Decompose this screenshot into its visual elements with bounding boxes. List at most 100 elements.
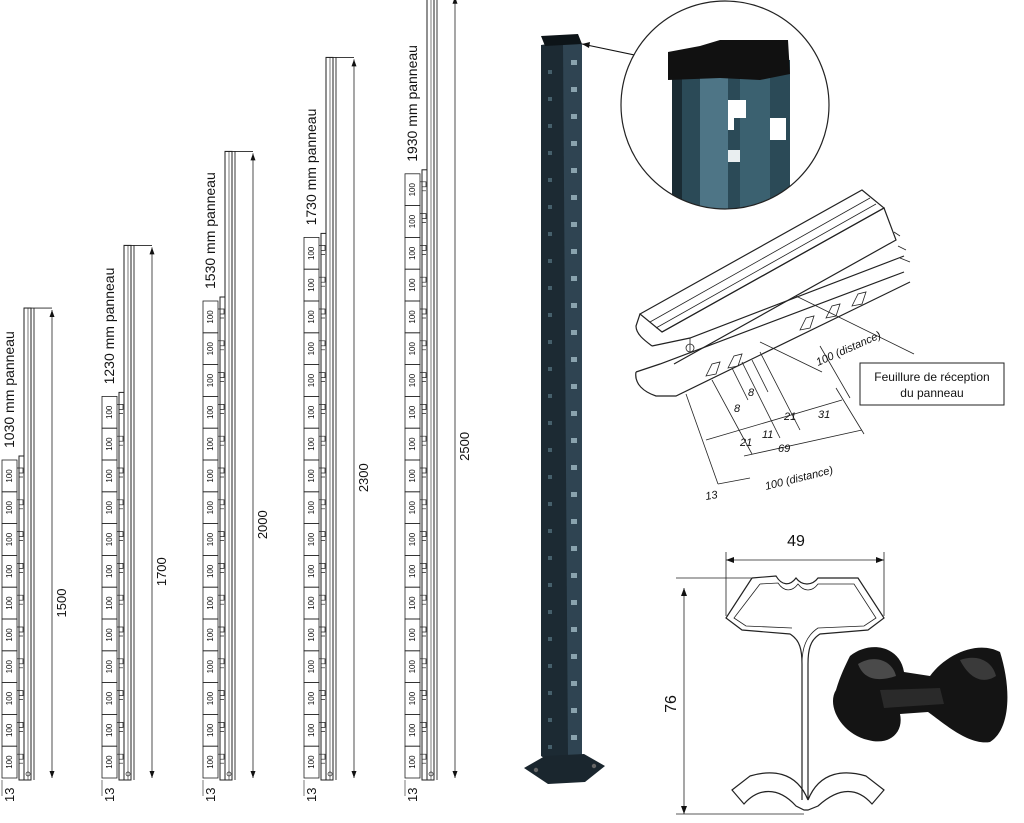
slot-notch	[420, 308, 427, 319]
slot-label: 100	[408, 596, 417, 610]
dim-13: 13	[704, 489, 719, 503]
slot-notch	[117, 563, 124, 573]
arrow-up	[149, 247, 155, 255]
post-2: 1001001001001001001001001001001001001700…	[101, 244, 169, 802]
slot-notch	[17, 467, 24, 478]
dim-8b: 8	[748, 387, 755, 399]
dim-69: 69	[778, 443, 790, 455]
base-offset-label: 13	[405, 788, 420, 802]
slot-label: 100	[307, 246, 316, 260]
slot-notch	[117, 722, 124, 732]
photo-slot	[571, 276, 577, 281]
slot-label: 100	[307, 405, 316, 419]
slot-notch	[319, 276, 326, 287]
slot-notch	[17, 690, 24, 700]
panel-size-label: 1030 mm panneau	[1, 331, 17, 448]
slot-label: 100	[105, 723, 114, 737]
slot-notch	[117, 594, 124, 605]
photo-slot	[548, 502, 552, 506]
slot-label: 100	[105, 564, 114, 578]
photo-slot	[571, 546, 577, 551]
dim-21b: 21	[783, 411, 796, 423]
slot-notch	[420, 658, 427, 669]
slot-label: 100	[307, 469, 316, 483]
fixing-hole	[428, 771, 434, 777]
slot-notch	[17, 626, 24, 637]
photo-slot	[571, 168, 577, 173]
slot-notch	[319, 308, 326, 319]
post-body	[123, 244, 132, 781]
slot-label: 100	[206, 755, 215, 769]
caption-line-1: Feuillure de réception	[874, 370, 989, 384]
slot-notch	[319, 658, 326, 669]
photo-slot	[548, 448, 552, 452]
slot-label: 100	[5, 659, 14, 673]
post-photo-slots	[548, 60, 577, 749]
slot-label: 100	[408, 755, 417, 769]
photo-slot	[571, 573, 577, 578]
arrow-down	[452, 771, 458, 778]
fixing-hole	[125, 771, 131, 777]
slot-notch	[17, 722, 24, 732]
post-front-edge	[320, 232, 327, 781]
slot-label: 100	[408, 659, 417, 673]
arrow-up	[452, 0, 458, 4]
slot-notch	[218, 308, 225, 319]
slot-notch	[17, 499, 24, 510]
slot-label: 100	[105, 469, 114, 483]
photo-slot	[571, 465, 577, 470]
slot-label: 100	[408, 691, 417, 705]
slot-label: 100	[206, 500, 215, 514]
slot-label: 100	[408, 310, 417, 324]
slot-notch	[218, 467, 225, 478]
slot-notch	[420, 499, 427, 510]
slot-label: 100	[105, 532, 114, 546]
photo-slot	[548, 70, 552, 74]
slot-label: 100	[5, 723, 14, 737]
photo-slot	[548, 313, 552, 317]
slot-notch	[420, 435, 427, 446]
post-height-label: 2500	[457, 432, 472, 461]
slot-notch	[117, 626, 124, 637]
photo-slot	[571, 249, 577, 254]
slot-label: 100	[307, 310, 316, 324]
slot-label: 100	[105, 755, 114, 769]
dim-31: 31	[818, 409, 830, 421]
slot-notch	[218, 753, 225, 764]
slot-label: 100	[307, 628, 316, 642]
slot-notch	[319, 467, 326, 478]
slot-notch	[218, 340, 225, 351]
arrow-down	[250, 771, 256, 778]
slot-label: 100	[105, 405, 114, 419]
panel-size-label: 1730 mm panneau	[303, 109, 319, 226]
slot-notch	[218, 404, 225, 414]
section-height-label: 76	[663, 695, 680, 713]
photo-slot	[548, 232, 552, 236]
photo-slot	[571, 222, 577, 227]
slot-label: 100	[307, 723, 316, 737]
post-height-label: 2000	[255, 510, 270, 539]
slot-notch	[319, 372, 326, 382]
slot-notch	[319, 690, 326, 700]
photo-slot	[571, 357, 577, 362]
slot-label: 100	[307, 755, 316, 769]
panel-size-label: 1930 mm panneau	[404, 45, 420, 162]
slot-label: 100	[206, 723, 215, 737]
photo-slot	[571, 627, 577, 632]
slot-label: 100	[307, 373, 316, 387]
post-photo	[524, 34, 669, 784]
photo-slot	[571, 411, 577, 416]
slot-label: 100	[408, 532, 417, 546]
slot-notch	[319, 594, 326, 605]
slot-label: 100	[408, 723, 417, 737]
slot-notch	[420, 722, 427, 732]
slot-label: 100	[206, 532, 215, 546]
slot-label: 100	[5, 564, 14, 578]
slot-label: 100	[105, 500, 114, 514]
slot-notch	[218, 499, 225, 510]
base-offset-label: 13	[2, 788, 17, 802]
photo-slot	[548, 610, 552, 614]
slot-notch	[319, 531, 326, 541]
caption-box: Feuillure de réception du panneau	[859, 362, 1005, 406]
